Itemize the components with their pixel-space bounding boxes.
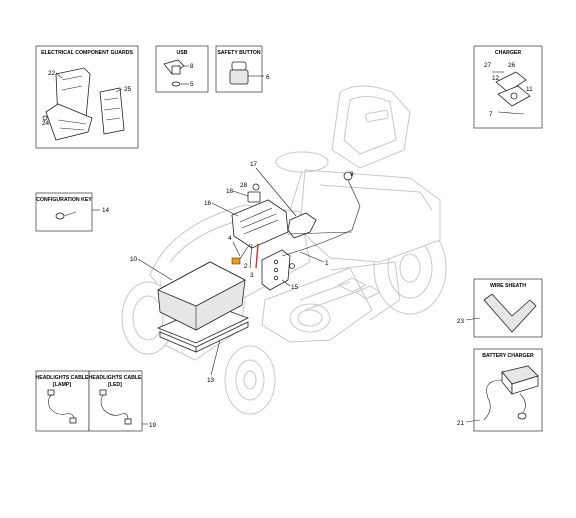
ref-label: 16 — [204, 200, 212, 207]
ref-label: 26 — [508, 62, 516, 69]
ref-label: 5 — [190, 81, 194, 88]
box-subtitle: [LED] — [108, 382, 122, 388]
box-title: SAFETY BUTTON — [217, 50, 261, 56]
ref-label: 14 — [102, 207, 110, 214]
box-title: HEADLIGHTS CABLE — [35, 375, 89, 381]
box-title: ELECTRICAL COMPONENT GUARDS — [41, 50, 133, 56]
box-title: USB — [177, 50, 188, 56]
ref-label: 22 — [48, 70, 56, 77]
box-headlights-cable-lamp: HEADLIGHTS CABLE [LAMP] — [35, 370, 90, 432]
ref-label: 25 — [124, 86, 132, 93]
box-title: BATTERY CHARGER — [482, 353, 534, 359]
ref-label: 1 — [325, 260, 329, 267]
box-title: CHARGER — [495, 50, 521, 56]
ref-label: 6 — [266, 74, 270, 81]
ref-label: 11 — [526, 86, 533, 93]
ref-label: 18 — [226, 188, 234, 195]
ref-label: 19 — [149, 422, 157, 429]
ref-label: 2 — [244, 263, 248, 270]
ref-label: 17 — [250, 161, 258, 168]
box-safety-button: SAFETY BUTTON 6 — [215, 45, 270, 93]
ref-label: 23 — [457, 318, 465, 325]
box-title: WIRE SHEATH — [490, 283, 526, 289]
ref-label: 9 — [350, 171, 354, 178]
ref-label: 7 — [489, 111, 493, 118]
battery-box — [156, 261, 250, 353]
ref-label: 28 — [240, 182, 248, 189]
ref-label: 10 — [130, 256, 138, 263]
ref-label: 21 — [457, 420, 465, 427]
ref-label: 24 — [42, 120, 50, 127]
main-reference-labels: 17 9 28 18 16 4 2 3 1 10 15 13 — [130, 161, 354, 384]
tractor-outline — [121, 85, 447, 415]
ref-label: 15 — [291, 284, 299, 291]
box-headlights-cable-led: HEADLIGHTS CABLE [LED] 19 — [88, 370, 157, 432]
box-title: HEADLIGHTS CABLE — [88, 375, 142, 381]
ref-label: 4 — [228, 235, 232, 242]
box-wire-sheath: WIRE SHEATH 23 — [457, 278, 543, 338]
ref-label: 13 — [207, 377, 215, 384]
ref-label: 27 — [484, 62, 492, 69]
box-title: CONFIGURATION KEY — [36, 197, 92, 203]
ref-label: 3 — [250, 272, 254, 279]
box-electrical-component-guards: ELECTRICAL COMPONENT GUARDS 22 25 24 — [35, 45, 139, 149]
box-usb: USB 8 5 — [155, 45, 209, 93]
box-configuration-key: CONFIGURATION KEY 14 — [35, 192, 110, 232]
box-subtitle: [LAMP] — [53, 382, 71, 388]
ref-label: 12 — [492, 75, 500, 82]
box-charger: CHARGER 27 26 12 11 7 — [473, 45, 543, 129]
box-battery-charger: BATTERY CHARGER 21 — [457, 348, 543, 432]
electronic-unit — [231, 171, 361, 291]
ref-label: 8 — [190, 63, 194, 70]
